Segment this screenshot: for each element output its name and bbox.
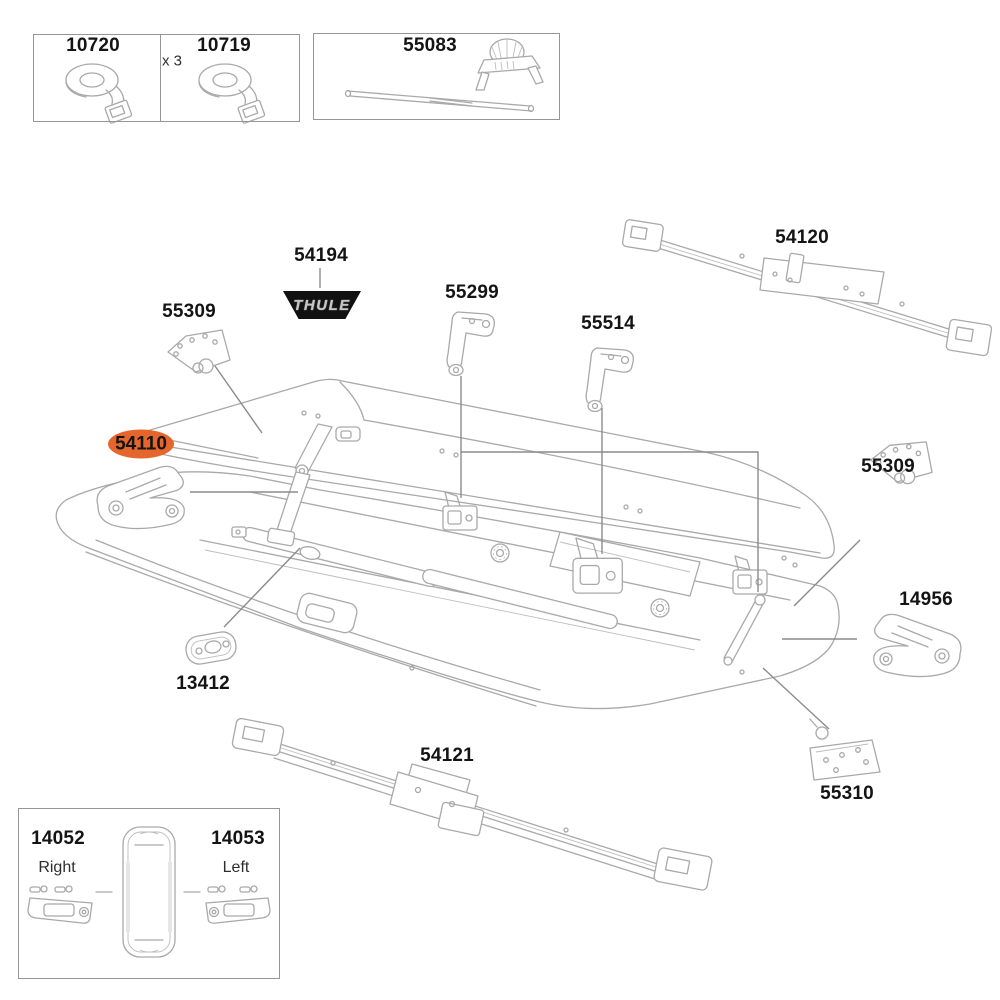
latch-bracket-55514-icon <box>585 347 634 413</box>
hook-14956-icon <box>873 613 962 678</box>
part-label-14956[interactable]: 14956 <box>899 589 953 610</box>
rod-kit-box <box>313 33 560 120</box>
tension-knob-left <box>490 543 510 563</box>
base-bar-54121 <box>232 718 713 891</box>
part-label-14052[interactable]: 14052 <box>31 828 85 849</box>
part-label-54194[interactable]: 54194 <box>294 245 348 266</box>
part-label-55299[interactable]: 55299 <box>445 282 499 303</box>
tension-knob-right <box>650 598 670 618</box>
cargo-box-top-view-icon <box>123 827 175 957</box>
bracket-55309-left-icon <box>167 329 231 374</box>
strap-kit-box <box>33 34 300 122</box>
part-label-14053[interactable]: 14053 <box>211 828 265 849</box>
part-label-10720[interactable]: 10720 <box>66 35 120 56</box>
lid-handle-14053-icon <box>184 886 270 923</box>
kit-box-divider <box>160 35 161 121</box>
lid-strut <box>232 424 332 546</box>
plate-13412-icon <box>184 630 238 666</box>
part-label-54121[interactable]: 54121 <box>420 745 474 766</box>
lid-handle-14052-icon <box>28 886 112 923</box>
part-label-55309-right[interactable]: 55309 <box>861 456 915 477</box>
side-label-right: Right <box>38 859 76 876</box>
part-label-54110-highlighted[interactable]: 54110 <box>108 429 174 459</box>
part-label-10719[interactable]: 10719 <box>197 35 251 56</box>
thule-badge-text: THULE <box>293 296 351 314</box>
part-label-54120[interactable]: 54120 <box>775 227 829 248</box>
side-label-left: Left <box>222 859 250 876</box>
leader-lines <box>190 268 860 729</box>
clamp-knob-55083-icon <box>476 39 543 90</box>
part-label-55310[interactable]: 55310 <box>820 783 874 804</box>
handle-kit-box <box>18 808 280 979</box>
part-label-13412[interactable]: 13412 <box>176 673 230 694</box>
part-label-55083[interactable]: 55083 <box>403 35 457 56</box>
part-label-55309-left[interactable]: 55309 <box>162 301 216 322</box>
bracket-55310-icon <box>810 719 880 780</box>
part-label-55514[interactable]: 55514 <box>581 313 635 334</box>
tension-rod-55083-icon <box>346 91 534 112</box>
quantity-label: x 3 <box>161 52 183 70</box>
lid-latch-rear <box>724 555 768 665</box>
latch-bracket-55299-icon <box>446 311 495 377</box>
highlighted-part-number: 54110 <box>115 433 167 454</box>
lid-bar-54120 <box>622 219 992 356</box>
